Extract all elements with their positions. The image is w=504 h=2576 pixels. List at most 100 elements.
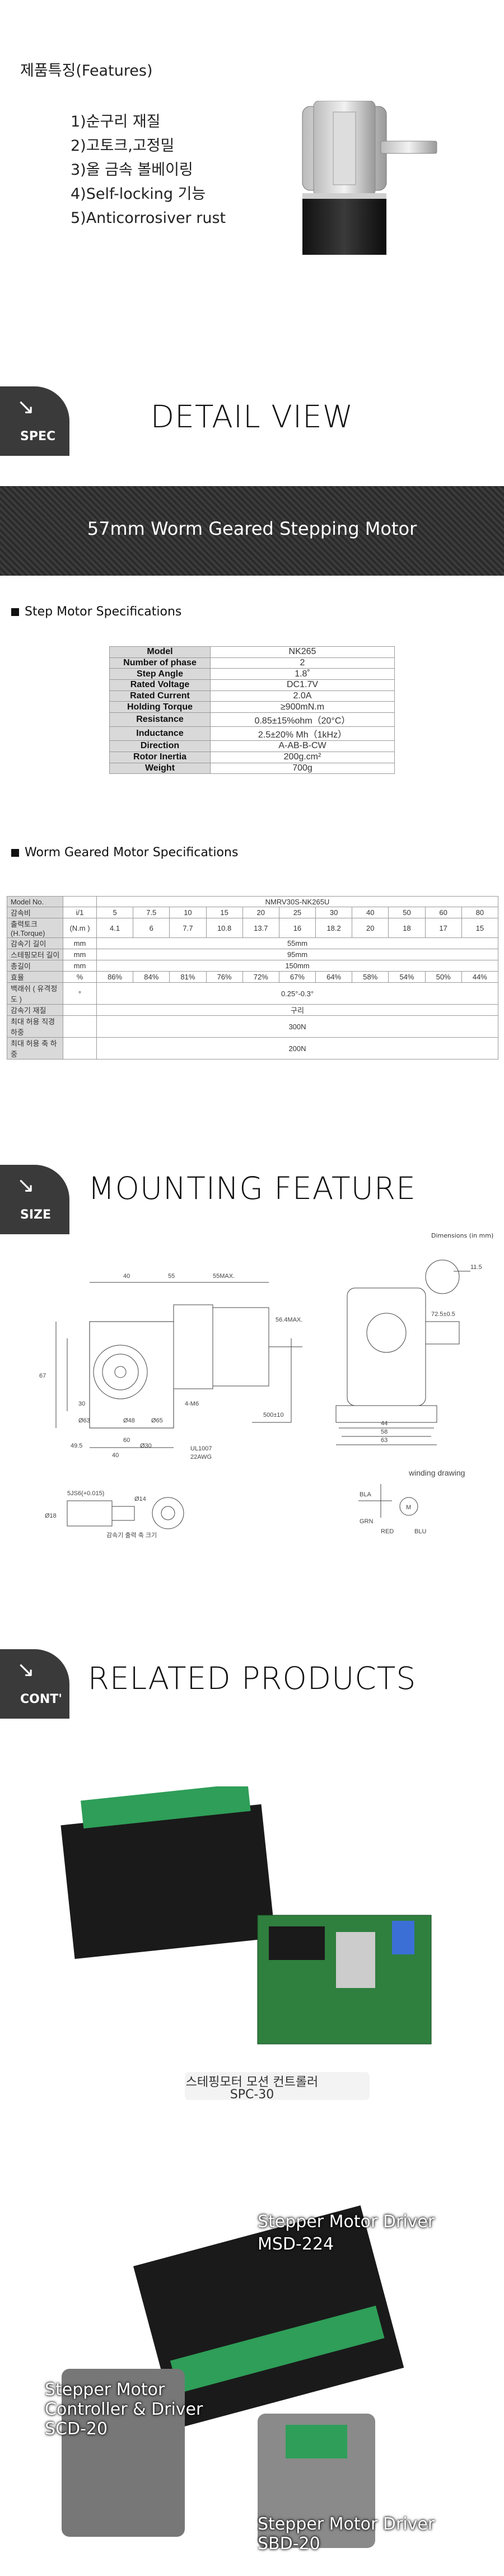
worm-cell: 감속기 재질 [7,1004,63,1016]
worm-cell: 80 [461,907,499,918]
worm-cell: 20 [242,907,279,918]
worm-row: 백래쉬 ( 유격정도 )°0.25°-0.3° [7,982,498,1005]
size-heading: MOUNTING FEATURE [88,1170,416,1206]
spec-value: ≥900mN.m [210,701,395,713]
worm-cell: 10 [169,907,207,918]
worm-cell: 감속비 [7,907,63,918]
worm-cell: 백래쉬 ( 유격정도 ) [7,982,63,1005]
spec-row: Holding Torque≥900mN.m [109,701,395,713]
spec-badge-label: SPEC [20,430,56,444]
feature-item: 3)올 금속 볼베이링 [71,161,193,179]
worm-spec-title: Worm Geared Motor Specifications [11,846,238,860]
spec-label: Weight [109,762,211,774]
worm-cell: 44% [461,971,499,983]
worm-cell: i/1 [63,907,97,918]
worm-row: 최대 허용 축 하중 200N [7,1037,498,1060]
worm-cell: 300N [96,1015,498,1038]
winding-label: M [406,1504,411,1511]
worm-cell: 50 [388,907,426,918]
worm-cell: 72% [242,971,279,983]
dim-label: Ø48 [123,1417,135,1424]
worm-cell: mm [63,937,97,949]
worm-cell: 최대 허용 축 하중 [7,1037,63,1060]
worm-cell: 81% [169,971,207,983]
worm-spec-label: Worm Geared Motor Specifications [25,846,239,860]
winding-label: RED [381,1528,394,1535]
worm-cell: 95mm [96,949,498,960]
feature-item: 1)순구리 재질 [71,113,161,130]
worm-cell: 18 [388,918,426,938]
winding-label: GRN [360,1518,374,1525]
spec-banner-title: 57mm Worm Geared Stepping Motor [87,518,417,539]
spc-caption-box [185,2072,370,2100]
drawing-note: 감속기 출력 축 크기 [106,1532,157,1539]
spc-30-photo [60,1786,432,2045]
worm-cell: 60 [424,907,462,918]
worm-cell: 구리 [96,1004,498,1016]
worm-row: 최대 허용 직경 하중 300N [7,1015,498,1038]
dim-label: 56.4MAX. [276,1317,302,1323]
worm-cell: 76% [206,971,243,983]
worm-cell: 5 [96,907,134,918]
dim-label: 63 [381,1437,388,1444]
worm-cell: mm [63,949,97,960]
dim-label: 5JS6(+0.015) [67,1490,104,1497]
worm-cell: 최대 허용 직경 하중 [7,1015,63,1038]
dim-label: UL1007 [190,1445,212,1452]
worm-cell: 55mm [96,937,498,949]
worm-cell: 7.5 [133,907,170,918]
spec-label: Number of phase [109,657,211,669]
spec-value: 2.5±20% Mh（1kHz） [210,726,395,741]
winding-title: winding drawing [408,1468,465,1477]
worm-cell [63,1004,97,1016]
worm-cell: 총길이 [7,960,63,972]
worm-cell: 84% [133,971,170,983]
spec-value: 2.0A [210,690,395,702]
worm-cell [63,1037,97,1060]
worm-row: 감속기 재질 구리 [7,1004,498,1016]
worm-cell: 효율 [7,971,63,983]
worm-cell: 18.2 [315,918,353,938]
cont-badge-label: CONT' [20,1692,63,1706]
spec-badge: ↘ SPEC [0,386,69,456]
worm-cell: 64% [315,971,353,983]
msd-model: MSD-224 [258,2234,334,2254]
size-badge-label: SIZE [20,1208,52,1222]
spc-caption: 스테핑모터 모션 컨트롤러 [185,2075,319,2089]
worm-cell: 20 [352,918,389,938]
worm-cell: 40 [352,907,389,918]
sbd-name: Stepper Motor Driver [258,2514,435,2534]
cont-badge: ↘ CONT' [0,1649,69,1719]
dim-label: 4-M6 [185,1401,199,1407]
winding-label: BLU [414,1528,426,1535]
worm-cell: 10.8 [206,918,243,938]
spec-label: Rotor Inertia [109,751,211,763]
worm-cell: 0.25°-0.3° [96,982,498,1005]
scd-name: Controller & Driver [45,2400,203,2419]
size-badge: ↘ SIZE [0,1165,69,1234]
arrow-icon: ↘ [17,1657,35,1682]
arrow-icon: ↘ [17,394,35,419]
dim-label: 11.5 [470,1264,482,1271]
worm-cell: 7.7 [169,918,207,938]
worm-cell: 13.7 [242,918,279,938]
worm-cell: 15 [461,918,499,938]
step-motor-spec-title: Step Motor Specifications [11,605,181,619]
spec-value: DC1.7V [210,679,395,691]
related-heading: RELATED PRODUCTS [87,1660,417,1696]
scd-model: SCD-20 [45,2419,108,2439]
spec-label: Inductance [109,726,211,741]
worm-cell: 200N [96,1037,498,1060]
dim-label: 58 [381,1429,388,1435]
worm-motor-photo [302,101,437,255]
spec-value: 700g [210,762,395,774]
worm-cell: 4.1 [96,918,134,938]
